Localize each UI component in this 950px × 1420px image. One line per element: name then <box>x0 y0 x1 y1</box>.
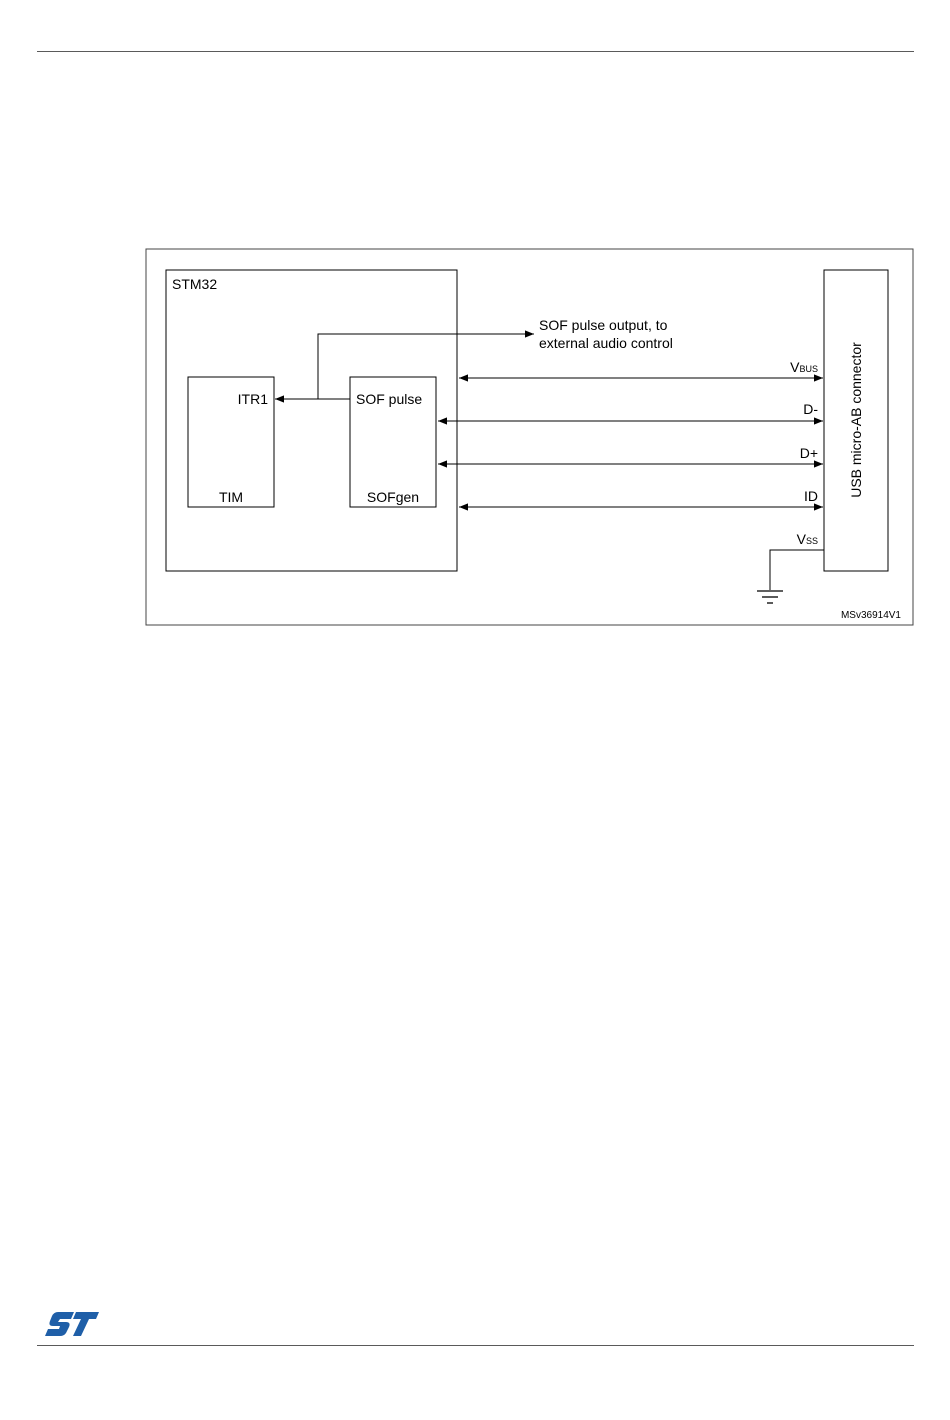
id-label: ID <box>804 488 818 504</box>
vbus-label: VBUS <box>790 359 818 375</box>
usb-connector-label: USB micro-AB connector <box>848 342 864 498</box>
ground-icon <box>757 591 783 603</box>
st-logo <box>44 1310 100 1338</box>
tim-label: TIM <box>219 489 243 505</box>
dplus-label: D+ <box>800 445 818 461</box>
sof-output-note-line1: SOF pulse output, to <box>539 317 668 333</box>
vss-line <box>770 550 824 590</box>
figure-frame <box>146 249 913 625</box>
stm32-label: STM32 <box>172 276 217 292</box>
itr1-label: ITR1 <box>238 391 269 407</box>
sofgen-label: SOFgen <box>367 489 419 505</box>
footer-rule <box>37 1345 914 1346</box>
usb-sof-diagram: STM32 ITR1 TIM SOF pulse SOFgen SOF puls… <box>0 0 950 700</box>
sof-output-note-line2: external audio control <box>539 335 673 351</box>
figure-code: MSv36914V1 <box>841 610 901 621</box>
stm32-block <box>166 270 457 571</box>
vss-label: VSS <box>797 531 818 547</box>
sof-pulse-label: SOF pulse <box>356 391 422 407</box>
dminus-label: D- <box>803 401 818 417</box>
